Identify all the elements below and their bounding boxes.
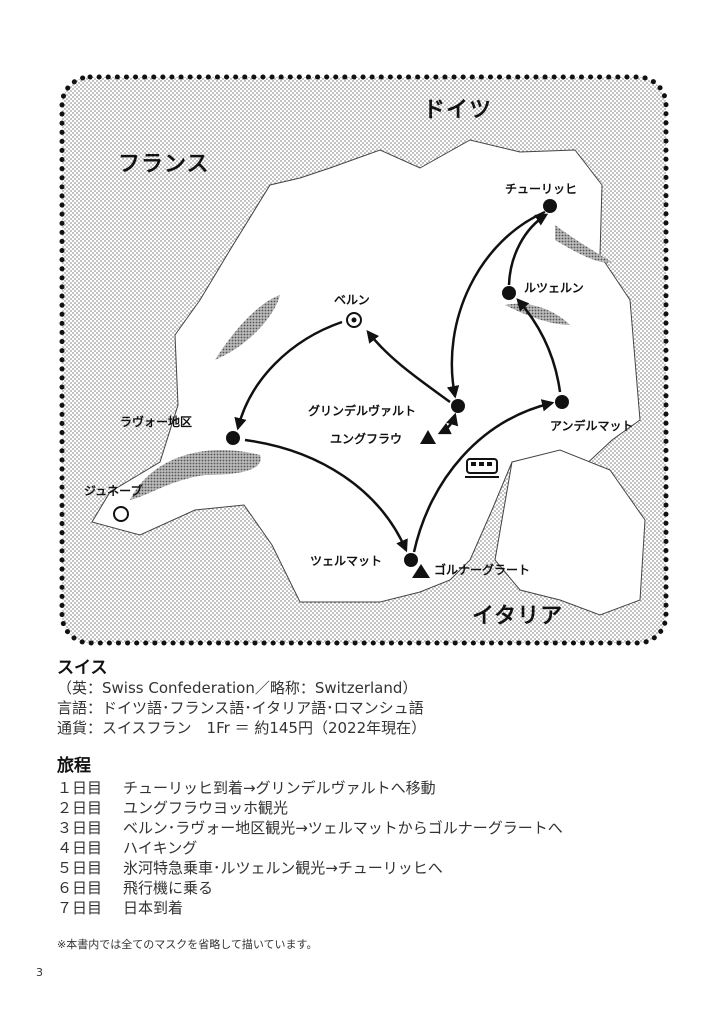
footnote: ※本書内では全てのマスクを省略して描いています。	[57, 938, 318, 951]
route-lucerne-zurich	[507, 213, 549, 286]
lake-zurich	[555, 225, 612, 263]
route-zurich-grindelwald	[446, 210, 546, 399]
itinerary: 旅程 １日目チューリッヒ到着→グリンデルヴァルトへ移動 ２日目ユングフラウヨッホ…	[57, 756, 563, 918]
route-grindelwald-jungfrau	[437, 412, 459, 435]
itinerary-row: ７日目日本到着	[57, 899, 184, 917]
itinerary-row: ３日目ベルン･ラヴォー地区観光→ツェルマットからゴルナーグラートへ	[57, 819, 563, 837]
itinerary-row: ４日目ハイキング	[57, 839, 198, 857]
zurich-dot	[543, 199, 557, 213]
country-label-france: フランス	[118, 152, 210, 177]
label-zermatt: ツェルマット	[310, 554, 383, 568]
info-language: 言語：ドイツ語･フランス語･イタリア語･ロマンシュ語	[57, 699, 424, 717]
label-zurich: チューリッヒ	[505, 182, 578, 196]
label-bern: ベルン	[334, 293, 370, 307]
info-title: スイス	[57, 658, 108, 678]
label-jungfrau: ユングフラウ	[330, 432, 403, 446]
gornergrat-mountain-icon	[412, 564, 430, 578]
geneva-dot	[113, 506, 129, 522]
map-border	[59, 74, 669, 646]
info-english-name: （英：Swiss Confederation／略称：Switzerland）	[57, 679, 418, 697]
label-grindelwald: グリンデルヴァルト	[308, 404, 417, 418]
switzerland-map	[59, 74, 669, 646]
route-zermatt-andermatt	[412, 399, 555, 553]
itinerary-title: 旅程	[57, 756, 91, 776]
label-lucerne: ルツェルン	[524, 281, 584, 295]
itinerary-row: ６日目飛行機に乗る	[57, 879, 214, 897]
lavaux-dot	[226, 431, 240, 445]
itinerary-row: ５日目氷河特急乗車･ルツェルン観光→チューリッヒへ	[57, 859, 443, 877]
zermatt-dot	[404, 553, 418, 567]
route-lavaux-zermatt	[244, 438, 408, 553]
markers	[113, 199, 569, 578]
label-geneva: ジュネーブ	[84, 484, 143, 498]
label-andermatt: アンデルマット	[550, 419, 634, 433]
lake-neuchatel	[215, 295, 280, 360]
route-bern-lavaux	[234, 320, 343, 431]
lucerne-dot	[502, 286, 516, 300]
label-gornergrat: ゴルナーグラート	[434, 563, 531, 577]
train-icon	[465, 458, 499, 478]
itinerary-row: ２日目ユングフラウヨッホ観光	[57, 799, 289, 817]
country-label-germany: ドイツ	[423, 98, 493, 123]
lake-geneva	[130, 450, 261, 500]
route-andermatt-lucerne	[516, 298, 562, 393]
route-arrows	[234, 210, 562, 553]
grindelwald-dot	[451, 399, 465, 413]
label-lavaux: ラヴォー地区	[120, 415, 193, 429]
itinerary-row: １日目チューリッヒ到着→グリンデルヴァルトへ移動	[57, 779, 436, 797]
info-currency: 通貨：スイスフラン 1Fr ＝ 約145円（2022年現在）	[57, 719, 427, 737]
jungfrau-mountain-icon	[420, 430, 436, 444]
route-grindelwald-bern	[366, 330, 451, 404]
country-info: スイス （英：Swiss Confederation／略称：Switzerlan…	[57, 658, 426, 738]
page-number: 3	[36, 966, 43, 979]
ticino-area	[494, 449, 646, 616]
country-label-italy: イタリア	[472, 604, 564, 629]
andermatt-dot	[555, 395, 569, 409]
